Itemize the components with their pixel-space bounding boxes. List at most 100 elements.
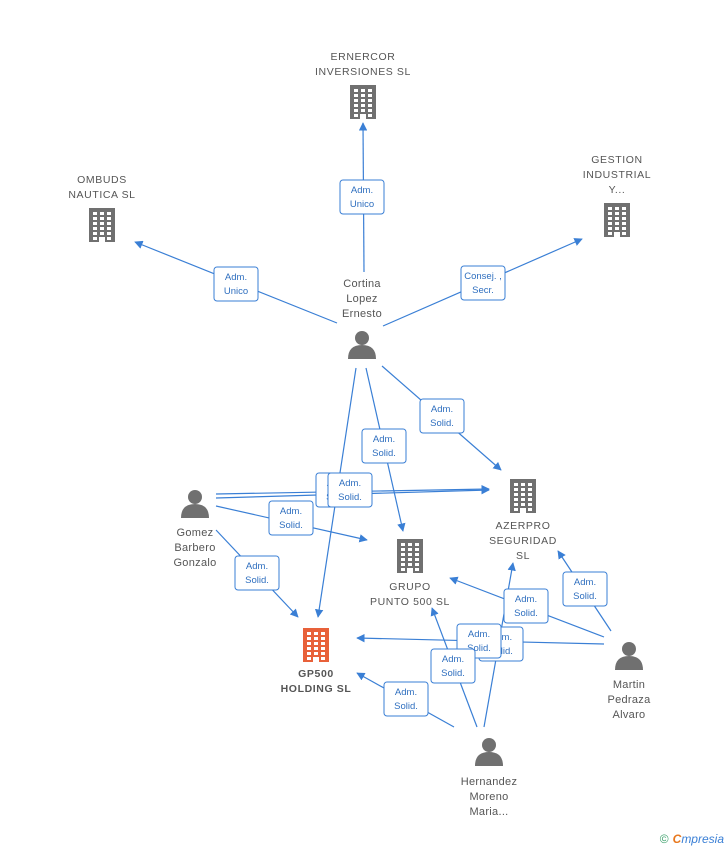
role-badge-box: [327, 472, 373, 508]
building-icon: [89, 208, 115, 242]
role-badge-text: Consej. ,: [464, 271, 502, 282]
brand-footer[interactable]: ©Cmpresia: [660, 832, 724, 846]
building-icon: [510, 479, 536, 513]
role-badge-cortina-grupo[interactable]: Adm.Solid.: [361, 428, 407, 464]
building-icon: [397, 539, 423, 573]
person-icon: [348, 331, 376, 359]
node-label-line: GESTION: [591, 154, 642, 166]
role-badge-box: [361, 428, 407, 464]
node-label-line: Cortina: [343, 278, 381, 290]
role-badge-text: Adm.: [280, 506, 302, 517]
role-badge-text: Adm.: [442, 654, 464, 665]
role-badge-box: [430, 648, 476, 684]
node-label-line: Alvaro: [613, 709, 646, 721]
node-ombuds[interactable]: OMBUDS NAUTICA SL: [68, 174, 135, 242]
role-badge-text: Solid.: [430, 418, 454, 429]
node-label-line: INVERSIONES SL: [315, 66, 411, 78]
role-badge-gomez-azerpro[interactable]: Adm. Solid.: [327, 472, 373, 508]
node-gestion[interactable]: GESTION INDUSTRIAL Y...: [583, 154, 651, 237]
role-badge-box: [383, 681, 429, 717]
role-badge-box: [419, 398, 465, 434]
role-badge-cortina-gestion[interactable]: Consej. , Secr.: [460, 265, 506, 301]
role-badge-text: Solid.: [514, 608, 538, 619]
role-badge-hernandez-grupo[interactable]: Adm.Solid.: [430, 648, 476, 684]
role-badge-box: [503, 588, 549, 624]
node-label-line: GP500: [298, 668, 334, 680]
brand-name: mpresia: [681, 832, 724, 846]
role-badge-box: [234, 555, 280, 591]
node-label-line: Hernandez: [461, 776, 518, 788]
role-badge-text: Adm.: [351, 185, 373, 196]
node-label-line: PUNTO 500 SL: [370, 596, 450, 608]
node-label-line: Maria...: [469, 806, 508, 818]
node-label-line: HOLDING SL: [281, 683, 352, 695]
copyright-icon: ©: [659, 832, 669, 846]
building-icon: [604, 203, 630, 237]
role-badge-text: Adm.: [574, 577, 596, 588]
role-badge-text: Adm.: [246, 561, 268, 572]
nodes-layer: ERNERCOR INVERSIONES SL OMBUDS NAUTICA SL GE…: [68, 51, 651, 818]
role-badge-text: Adm.: [339, 478, 361, 489]
node-label-line: SL: [516, 550, 530, 562]
node-grupo[interactable]: GRUPO PUNTO 500 SL: [370, 539, 450, 608]
node-label-line: Gonzalo: [173, 557, 216, 569]
node-label-line: Martin: [613, 679, 645, 691]
role-badge-text: Solid.: [573, 591, 597, 602]
role-badge-cortina-ombuds[interactable]: Adm. Unico: [213, 266, 259, 302]
node-ernercor[interactable]: ERNERCOR INVERSIONES SL: [315, 51, 411, 119]
building-icon: [350, 85, 376, 119]
role-badge-box: [562, 571, 608, 607]
role-badge-text: Adm.: [431, 404, 453, 415]
role-badge-box: [213, 266, 259, 302]
role-badge-text: Solid.: [338, 492, 362, 503]
role-badge-cortina-azerpro[interactable]: Adm. Solid.: [419, 398, 465, 434]
role-badge-text: Secr.: [472, 285, 494, 296]
role-badge-martin-grupo[interactable]: Adm. Solid.: [503, 588, 549, 624]
role-badge-text: Solid.: [245, 575, 269, 586]
node-label-line: Moreno: [469, 791, 508, 803]
role-badge-box: [339, 179, 385, 215]
role-badge-text: Solid.: [394, 701, 418, 712]
node-hernandez[interactable]: HernandezMorenoMaria...: [461, 738, 518, 818]
node-label-line: Ernesto: [342, 308, 382, 320]
node-azerpro[interactable]: AZERPRO SEGURIDAD SL: [489, 479, 557, 562]
role-badge-text: Unico: [224, 286, 248, 297]
building-icon: [303, 628, 329, 662]
role-badge-text: Adm.: [225, 272, 247, 283]
role-badge-gomez-gp500[interactable]: Adm. Solid.: [234, 555, 280, 591]
node-label-line: Y...: [609, 184, 626, 196]
role-badge-box: [460, 265, 506, 301]
node-label-line: Barbero: [174, 542, 215, 554]
node-label-line: NAUTICA SL: [68, 189, 135, 201]
role-badge-text: Adm.: [515, 594, 537, 605]
node-label-line: ERNERCOR: [331, 51, 396, 63]
role-badge-text: Adm.: [468, 629, 490, 640]
node-label-line: AZERPRO: [496, 520, 551, 532]
role-badge-cortina-ernercor[interactable]: Adm. Unico: [339, 179, 385, 215]
node-label-line: Pedraza: [607, 694, 651, 706]
role-badge-text: Solid.: [372, 448, 396, 459]
brand-initial: C: [672, 832, 682, 846]
person-icon: [181, 490, 209, 518]
role-badge-text: Solid.: [467, 643, 491, 654]
node-label-line: INDUSTRIAL: [583, 169, 651, 181]
role-badge-box: [268, 500, 314, 536]
role-badge-text: Adm.: [395, 687, 417, 698]
role-badge-martin-azerpro[interactable]: Adm. Solid.: [562, 571, 608, 607]
role-badge-gomez-grupo[interactable]: Adm. Solid.: [268, 500, 314, 536]
node-label-line: GRUPO: [389, 581, 431, 593]
node-label-line: Gomez: [177, 527, 214, 539]
role-badge-text: Unico: [350, 199, 374, 210]
role-badge-text: Solid.: [279, 520, 303, 531]
person-icon: [615, 642, 643, 670]
node-label-line: Lopez: [346, 293, 377, 305]
role-badge-hernandez-gp500[interactable]: Adm. Solid.: [383, 681, 429, 717]
node-label-line: OMBUDS: [77, 174, 127, 186]
node-label-line: SEGURIDAD: [489, 535, 557, 547]
